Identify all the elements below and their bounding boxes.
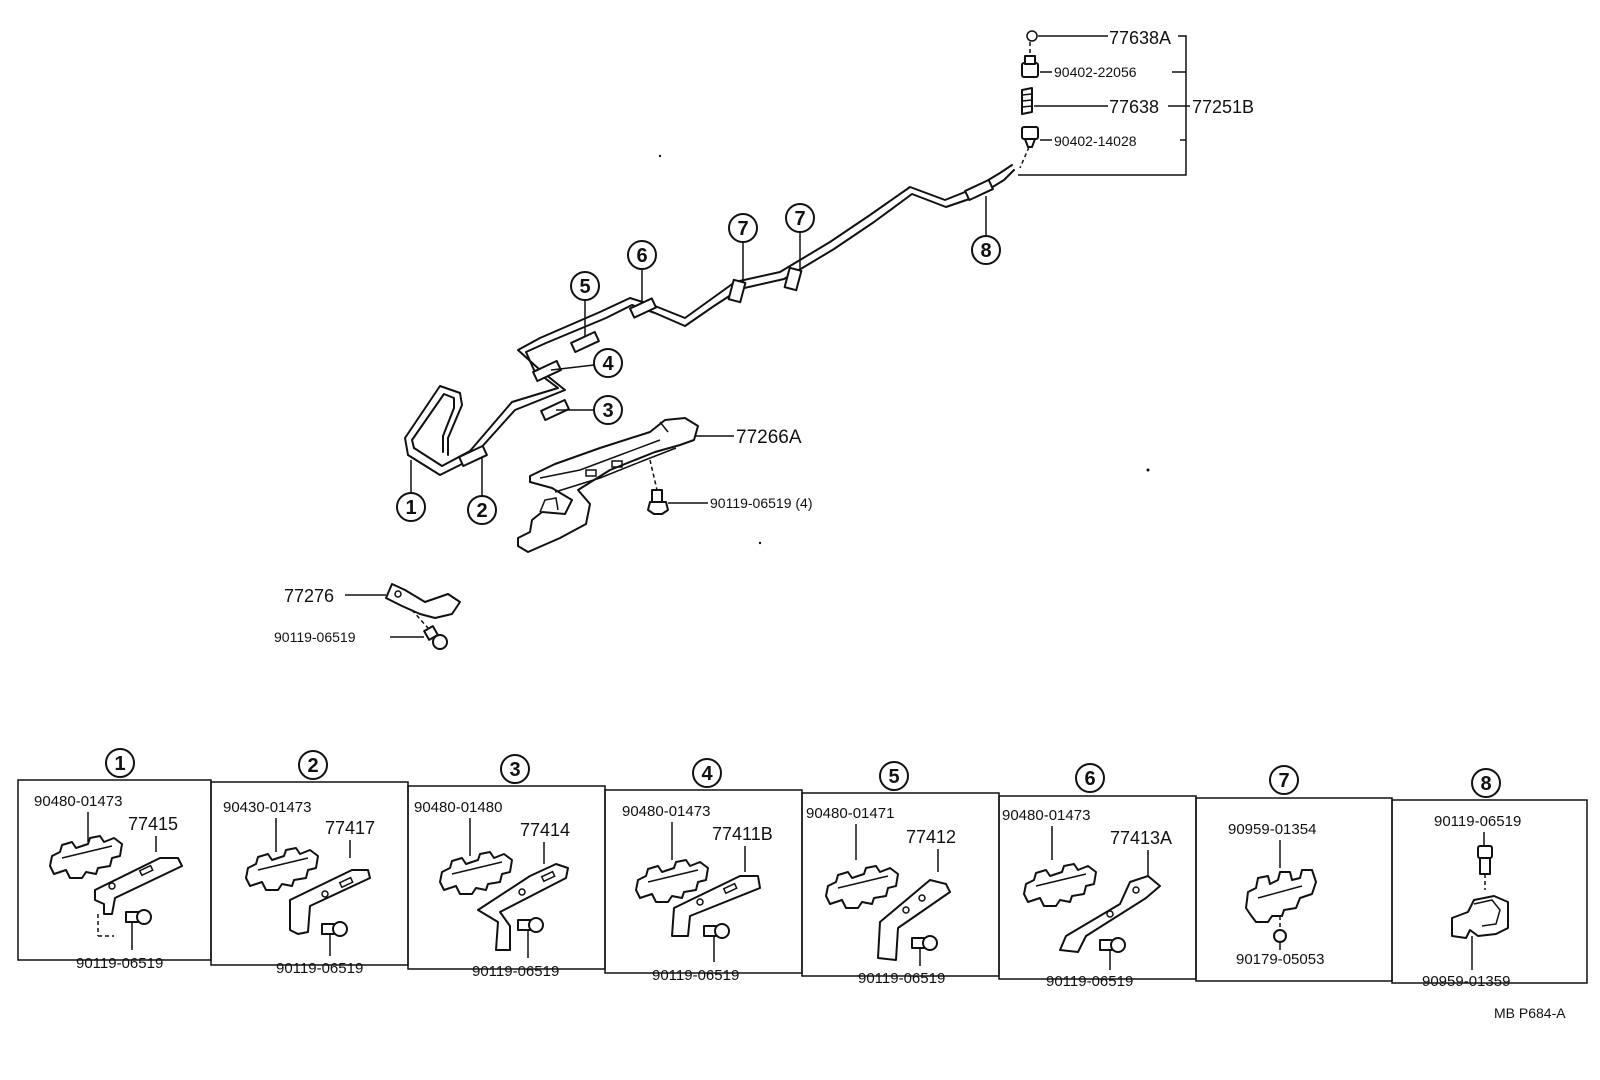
svg-text:77411B: 77411B (712, 824, 773, 844)
svg-text:77414: 77414 (520, 820, 570, 840)
callout-6: 6 (627, 240, 657, 270)
callout-leaders (410, 196, 987, 496)
label-90119-06519-4: 90119-06519 (4) (710, 495, 812, 511)
svg-text:5: 5 (888, 766, 899, 788)
table-cell-5: 5 90480-01471 77412 90119-06519 (806, 761, 956, 987)
svg-text:77417: 77417 (325, 818, 375, 838)
svg-text:5: 5 (579, 276, 590, 298)
small-bracket-77276 (345, 583, 461, 650)
table-cell-2: 2 90430-01473 77417 90119-06519 (223, 750, 375, 977)
svg-text:90119-06519: 90119-06519 (76, 955, 163, 972)
svg-text:6: 6 (1084, 768, 1095, 790)
callout-5: 5 (570, 271, 600, 301)
fuel-tube (404, 164, 1015, 476)
svg-text:7: 7 (1278, 770, 1289, 792)
label-77266A: 77266A (736, 427, 802, 448)
table-cell-6: 6 90480-01473 77413A 90119-06519 (1002, 763, 1172, 990)
label-77638A: 77638A (1109, 28, 1171, 48)
callout-circles: 1 2 3 4 5 6 7 7 8 (396, 203, 1001, 525)
callout-2: 2 (467, 495, 497, 525)
svg-text:90959-01359: 90959-01359 (1422, 973, 1510, 990)
protector-bracket (517, 417, 734, 553)
label-77251B: 77251B (1192, 97, 1254, 117)
tube-clamps (458, 178, 994, 468)
label-77638: 77638 (1109, 97, 1159, 117)
svg-text:8: 8 (980, 240, 991, 262)
callout-7b: 7 (785, 203, 815, 233)
svg-text:90480-01471: 90480-01471 (806, 805, 894, 822)
svg-text:77415: 77415 (128, 814, 178, 834)
table-cell-8: 8 90119-06519 90959-01359 (1422, 768, 1521, 990)
svg-text:90480-01473: 90480-01473 (34, 793, 122, 810)
callout-3: 3 (593, 395, 623, 425)
svg-text:1: 1 (114, 753, 125, 775)
label-90402-22056: 90402-22056 (1054, 64, 1137, 80)
svg-text:3: 3 (602, 400, 613, 422)
svg-text:4: 4 (602, 353, 614, 375)
svg-text:7: 7 (737, 218, 748, 240)
table-cell-7: 7 90959-01354 90179-05053 (1228, 765, 1324, 968)
svg-text:90119-06519: 90119-06519 (652, 967, 739, 984)
speck (658, 154, 662, 158)
svg-text:4: 4 (701, 763, 713, 785)
svg-text:3: 3 (509, 759, 520, 781)
svg-text:90480-01473: 90480-01473 (622, 803, 710, 820)
svg-text:90480-01473: 90480-01473 (1002, 807, 1090, 824)
svg-text:90119-06519: 90119-06519 (1046, 973, 1133, 990)
svg-text:2: 2 (476, 500, 487, 522)
svg-text:6: 6 (636, 245, 647, 267)
svg-text:90480-01480: 90480-01480 (414, 799, 502, 816)
speck (1146, 468, 1150, 472)
table-cell-3: 3 90480-01480 77414 90119-06519 (414, 754, 570, 980)
svg-text:8: 8 (1480, 773, 1491, 795)
table-cell-4: 4 90480-01473 77411B 90119-06519 (622, 758, 773, 984)
label-77276: 77276 (284, 586, 334, 606)
svg-text:90119-06519: 90119-06519 (858, 970, 945, 987)
svg-text:90430-01473: 90430-01473 (223, 799, 311, 816)
svg-text:90119-06519: 90119-06519 (472, 963, 559, 980)
callout-7a: 7 (728, 213, 758, 243)
bolt-90119-4 (647, 459, 708, 515)
callout-4: 4 (593, 348, 623, 378)
callout-8: 8 (971, 235, 1001, 265)
svg-text:90179-05053: 90179-05053 (1236, 951, 1324, 968)
footer-code: MB P684-A (1494, 1005, 1566, 1021)
label-90402-14028: 90402-14028 (1054, 133, 1137, 149)
svg-text:90959-01354: 90959-01354 (1228, 821, 1316, 838)
svg-text:77413A: 77413A (1110, 828, 1172, 848)
fitting-stack (1018, 30, 1190, 176)
svg-text:77412: 77412 (906, 827, 956, 847)
table-cell-1: 1 90480-01473 77415 90119-06519 (34, 748, 183, 972)
svg-text:2: 2 (307, 755, 318, 777)
svg-text:7: 7 (794, 208, 805, 230)
speck (758, 541, 762, 545)
label-90119-06519: 90119-06519 (274, 629, 356, 645)
svg-text:90119-06519: 90119-06519 (1434, 813, 1521, 830)
svg-text:90119-06519: 90119-06519 (276, 960, 363, 977)
parts-table: 1 90480-01473 77415 90119-06519 2 90430-… (17, 748, 1588, 990)
callout-1: 1 (396, 492, 426, 522)
svg-text:1: 1 (405, 497, 416, 519)
